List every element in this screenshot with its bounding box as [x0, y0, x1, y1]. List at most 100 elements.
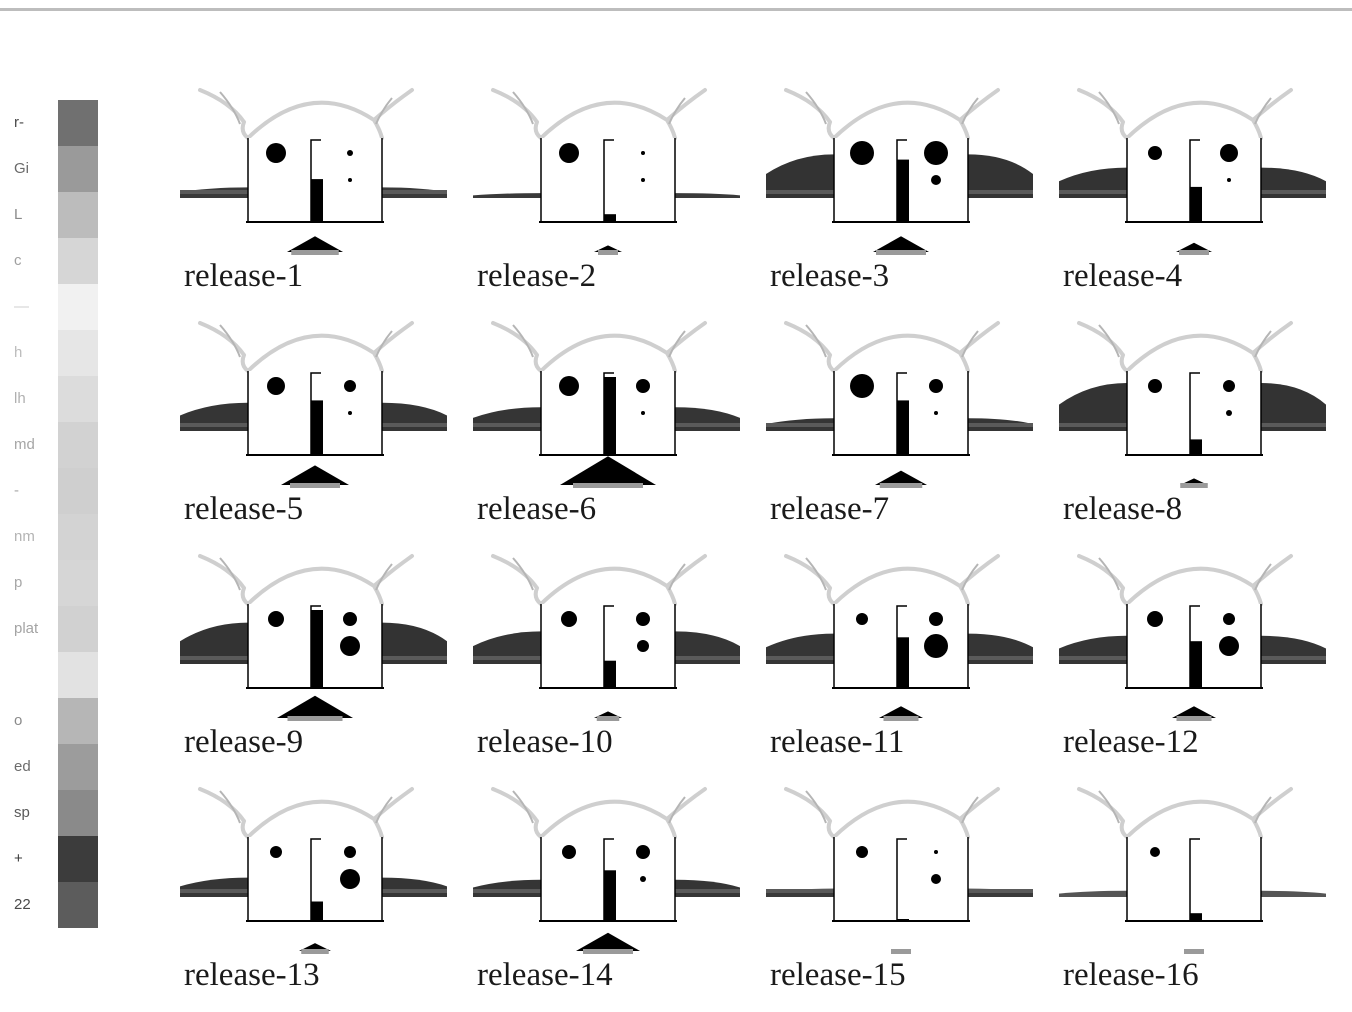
hair-strand — [512, 557, 686, 591]
nose-bar — [311, 901, 323, 921]
legend-row: o — [0, 698, 110, 744]
chin-bar — [573, 483, 643, 488]
left-ear-shape — [473, 879, 541, 897]
nose-bar — [604, 660, 616, 688]
left-eye — [850, 374, 874, 398]
right-eye — [1220, 144, 1238, 162]
chin-bar — [290, 483, 340, 488]
face-glyph: release-7 — [746, 313, 1041, 546]
hair-strand — [1098, 91, 1272, 125]
legend-row: c — [0, 238, 110, 284]
face-glyph: release-14 — [453, 779, 748, 1012]
hair-curve — [491, 554, 707, 606]
nose-bar — [897, 400, 909, 455]
hair-curve — [491, 787, 707, 839]
hair-curve — [198, 554, 414, 606]
chin-bar — [1176, 716, 1212, 721]
right-eye — [924, 141, 948, 165]
legend-label: p — [14, 575, 23, 591]
right-cheek-dot — [340, 869, 360, 889]
left-ear-shape — [473, 407, 541, 431]
nose-bar — [1190, 186, 1202, 222]
hair-strand — [512, 324, 686, 358]
legend-swatch — [58, 238, 98, 284]
hair-strand — [1098, 557, 1272, 591]
left-eye — [856, 846, 868, 858]
right-cheek-dot — [637, 640, 649, 652]
right-ear-shape — [1261, 890, 1326, 897]
hair-strand — [805, 324, 979, 358]
nose-bar — [897, 159, 909, 222]
face-glyph: release-6 — [453, 313, 748, 546]
face-label: release-16 — [1063, 957, 1199, 993]
hair-strand — [805, 91, 979, 125]
nose-bar — [897, 919, 909, 921]
legend-swatch — [58, 468, 98, 514]
right-cheek-dot — [924, 634, 948, 658]
left-eye — [850, 141, 874, 165]
right-ear-stripe — [382, 190, 447, 194]
face-label: release-8 — [1063, 491, 1183, 527]
face-glyph-svg — [766, 787, 1033, 954]
hair-curve — [784, 321, 1000, 373]
left-ear-stripe — [766, 190, 834, 194]
chin-bar — [883, 716, 919, 721]
right-cheek-dot — [1227, 178, 1231, 182]
legend-label: h — [14, 345, 23, 361]
legend-swatch — [58, 698, 98, 744]
left-ear-shape — [1059, 890, 1127, 897]
face-glyph: release-15 — [746, 779, 1041, 1012]
face-glyph-svg — [473, 554, 740, 721]
nose-bar — [311, 400, 323, 455]
face-label: release-10 — [477, 724, 613, 760]
legend-swatch — [58, 744, 98, 790]
legend-row: lh — [0, 376, 110, 422]
legend-label: - — [14, 483, 19, 499]
legend-swatch — [58, 652, 98, 698]
legend-swatch — [58, 330, 98, 376]
legend-label: — — [14, 299, 29, 315]
left-eye — [559, 376, 579, 396]
right-ear-stripe — [968, 656, 1033, 660]
face-glyph-svg — [180, 88, 447, 255]
left-ear-stripe — [473, 656, 541, 660]
legend-swatch — [58, 790, 98, 836]
nose-frame — [603, 605, 614, 688]
face-label: release-2 — [477, 258, 597, 294]
right-ear-stripe — [1261, 656, 1326, 660]
nose-bar — [311, 610, 323, 688]
hair-curve — [784, 787, 1000, 839]
chin-bar — [1184, 949, 1204, 954]
hair-strand — [512, 91, 686, 125]
legend-swatch — [58, 146, 98, 192]
legend-label: r- — [14, 115, 24, 131]
right-eye — [929, 612, 943, 626]
chin-bar — [1180, 483, 1208, 488]
legend-row: + — [0, 836, 110, 882]
mouth-triangle — [560, 456, 656, 485]
chin-bar — [287, 716, 343, 721]
chin-bar — [879, 483, 923, 488]
legend-row: 22 — [0, 882, 110, 928]
face-glyph-svg — [1059, 787, 1326, 954]
hair-curve — [1077, 88, 1293, 140]
right-ear-stripe — [968, 889, 1033, 893]
hair-strand — [219, 557, 393, 591]
left-eye — [1148, 379, 1162, 393]
face-label: release-5 — [184, 491, 304, 527]
legend-swatch — [58, 606, 98, 652]
face-glyph-svg — [766, 554, 1033, 721]
legend-label: L — [14, 207, 23, 223]
legend-row: ed — [0, 744, 110, 790]
right-cheek-dot — [340, 636, 360, 656]
legend-label: nm — [14, 529, 35, 545]
face-label: release-6 — [477, 491, 597, 527]
left-ear-shape — [473, 631, 541, 664]
right-ear-stripe — [675, 889, 740, 893]
face-glyph: release-1 — [160, 80, 455, 313]
left-eye — [561, 611, 577, 627]
face-label: release-14 — [477, 957, 613, 993]
right-cheek-dot — [641, 411, 645, 415]
legend-swatch — [58, 284, 98, 330]
